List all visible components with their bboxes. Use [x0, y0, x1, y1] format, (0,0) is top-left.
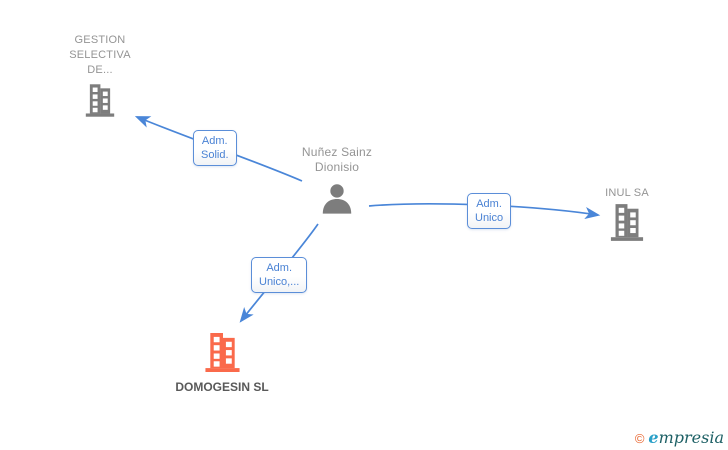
- edge-label-adm-unico-etc[interactable]: Adm. Unico,...: [251, 257, 308, 293]
- building-icon: [85, 84, 115, 122]
- person-label: Nuñez Sainz Dionisio: [301, 145, 373, 174]
- node-company-inul-sa[interactable]: INUL SA: [557, 186, 697, 246]
- node-person-nunez-sainz-dionisio[interactable]: Nuñez Sainz Dionisio: [267, 145, 407, 219]
- edge-label-line: Adm.: [476, 198, 502, 210]
- company-label: DOMOGESIN SL: [175, 380, 269, 394]
- node-company-gestion-selectiva[interactable]: GESTION SELECTIVA DE...: [30, 33, 170, 122]
- edge-label-line: Adm.: [266, 262, 293, 274]
- edge-label-line: Adm.: [201, 135, 228, 147]
- edge-label-adm-unico[interactable]: Adm. Unico: [467, 193, 512, 229]
- edge-label-adm-solid[interactable]: Adm. Solid.: [193, 130, 237, 166]
- edge-label-line: Unico,...: [259, 276, 300, 288]
- copyright-symbol: ©: [634, 431, 645, 446]
- logo-rest: mpresia: [658, 428, 724, 447]
- empresia-watermark: © empresia: [635, 428, 724, 447]
- person-icon: [321, 183, 353, 219]
- empresia-logo: empresia: [648, 428, 724, 447]
- edge-label-line: Solid.: [201, 149, 229, 161]
- company-label: GESTION SELECTIVA DE...: [69, 34, 131, 76]
- company-label: INUL SA: [605, 187, 649, 199]
- building-icon: [610, 204, 644, 246]
- logo-initial: e: [648, 428, 659, 447]
- node-company-domogesin-sl[interactable]: DOMOGESIN SL: [152, 333, 292, 395]
- edge-label-line: Unico: [475, 212, 504, 224]
- building-icon-highlight: [204, 333, 241, 377]
